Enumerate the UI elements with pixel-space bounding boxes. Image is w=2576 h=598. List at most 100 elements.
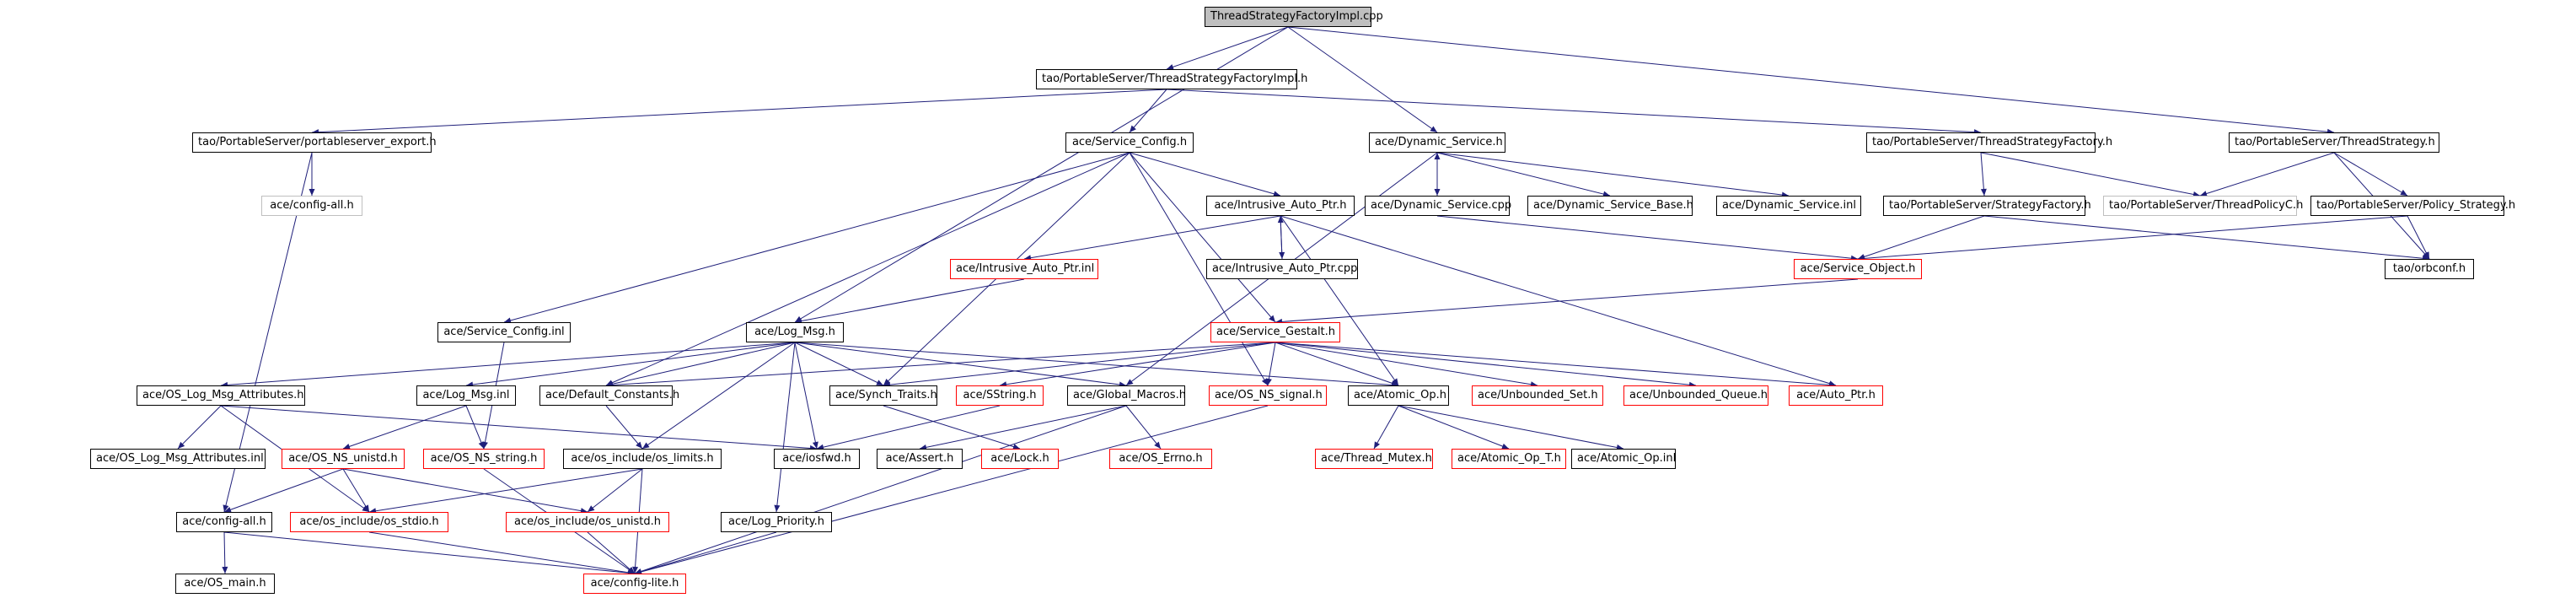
edge-tsfimpl_h-to-service_config: [1129, 89, 1167, 133]
node-os-ns-signal-h[interactable]: ace/OS_NS_signal.h: [1209, 385, 1327, 406]
edge-os_unistd-to-config_lite: [587, 531, 636, 574]
arrowhead-os_limits-to-os_unistd: [588, 505, 595, 512]
edge-service_config-to-os_ns_signal: [1129, 152, 1269, 386]
node-default-constants-h[interactable]: ace/Default_Constants.h: [539, 385, 679, 406]
node-portableserver-export-h[interactable]: tao/PortableServer/portableserver_export…: [192, 132, 437, 153]
node-config-lite-h[interactable]: ace/config-lite.h: [583, 574, 686, 594]
edge-dynamic_service-to-dynamic_service_base: [1436, 152, 1611, 197]
arrowhead-dynamic_service-to-dynamic_service_base: [1602, 191, 1610, 197]
node-dynamic-service-cpp[interactable]: ace/Dynamic_Service.cpp: [1365, 196, 1511, 216]
edge-service_gestalt-to-auto_ptr: [1275, 342, 1837, 386]
node-intrusive-auto-ptr-h[interactable]: ace/Intrusive_Auto_Ptr.h: [1206, 196, 1355, 216]
node-service-object-h[interactable]: ace/Service_Object.h: [1794, 259, 1922, 279]
edge-log_msg-to-iosfwd: [794, 342, 818, 450]
node-auto-ptr-h[interactable]: ace/Auto_Ptr.h: [1789, 385, 1883, 406]
arrowhead-log_msg-to-log_priority: [774, 504, 781, 512]
arrowhead-ts_h-to-thread_policyc: [2200, 191, 2208, 197]
edge-config_all-to-config_lite: [223, 531, 636, 574]
arrowhead-sstring-to-iosfwd: [817, 444, 824, 450]
edge-service_gestalt-to-default_constants: [605, 342, 1276, 386]
node-atomic-op-h[interactable]: ace/Atomic_Op.h: [1348, 385, 1449, 406]
edge-root-to-tsfimpl_h: [1166, 26, 1289, 70]
edge-intrusive_auto_ptr_inl-to-log_msg: [794, 278, 1025, 323]
node-intrusive-auto-ptr-inl[interactable]: ace/Intrusive_Auto_Ptr.inl: [950, 259, 1098, 279]
node-os-ns-string-h[interactable]: ace/OS_NS_string.h: [423, 449, 545, 469]
node-service-config-h[interactable]: ace/Service_Config.h: [1065, 132, 1194, 153]
arrowhead-synch_traits-to-lock: [1012, 444, 1020, 450]
edge-service_object-to-service_gestalt: [1275, 278, 1859, 323]
node-service-gestalt-h[interactable]: ace/Service_Gestalt.h: [1210, 322, 1340, 342]
arrowhead-root-to-tsfimpl_h: [1167, 64, 1174, 70]
node-os-stdio-h[interactable]: ace/os_include/os_stdio.h: [290, 512, 448, 532]
node-unbounded-queue-h[interactable]: ace/Unbounded_Queue.h: [1623, 385, 1768, 406]
node-os-log-msg-attributes-h[interactable]: ace/OS_Log_Msg_Attributes.h: [137, 385, 305, 406]
edge-global_macros-to-assert: [919, 405, 1127, 450]
arrowhead-ps_export-to-config_all_gray: [309, 189, 315, 196]
edge-service_gestalt-to-os_ns_signal: [1267, 342, 1276, 386]
node-sstring-h[interactable]: ace/SString.h: [956, 385, 1044, 406]
edge-log_msg-to-synch_traits: [794, 342, 884, 386]
edge-os_log_msg_attr-to-iosfwd: [220, 405, 818, 450]
edge-service_gestalt-to-synch_traits: [883, 342, 1276, 386]
arrowhead-root-to-dynamic_service: [1430, 126, 1437, 132]
arrowhead-os_limits-to-config_lite: [632, 566, 639, 574]
node-dynamic-service-h[interactable]: ace/Dynamic_Service.h: [1369, 132, 1505, 153]
node-log-msg-inl[interactable]: ace/Log_Msg.inl: [416, 385, 516, 406]
node-os-unistd-h[interactable]: ace/os_include/os_unistd.h: [506, 512, 669, 532]
edge-service_config-to-service_config_inl: [503, 152, 1130, 323]
arrowhead-default_constants-to-os_limits: [636, 441, 642, 449]
arrowhead-intrusive_auto_ptr_cpp-to-intrusive_auto_ptr: [1277, 216, 1284, 224]
arrowhead-policy_strategy-to-orbconf: [2423, 251, 2429, 259]
node-synch-traits-h[interactable]: ace/Synch_Traits.h: [829, 385, 937, 406]
node-os-ns-unistd-h[interactable]: ace/OS_NS_unistd.h: [282, 449, 405, 469]
node-root-file[interactable]: ThreadStrategyFactoryImpl.cpp: [1205, 7, 1383, 27]
node-threadstrategy-h[interactable]: tao/PortableServer/ThreadStrategy.h: [2229, 132, 2439, 153]
node-service-config-inl[interactable]: ace/Service_Config.inl: [437, 322, 571, 342]
edge-service_gestalt-to-atomic_op: [1275, 342, 1399, 386]
node-thread-mutex-h[interactable]: ace/Thread_Mutex.h: [1315, 449, 1433, 469]
node-unbounded-set-h[interactable]: ace/Unbounded_Set.h: [1472, 385, 1603, 406]
arrowhead-log_msg_inl-to-os_ns_unistd: [343, 444, 351, 450]
node-threadstrategyfactoryimpl-h[interactable]: tao/PortableServer/ThreadStrategyFactory…: [1036, 69, 1307, 89]
edge-ts_h-to-policy_strategy: [2333, 152, 2408, 197]
node-dynamic-service-base-h[interactable]: ace/Dynamic_Service_Base.h: [1527, 196, 1693, 216]
node-os-limits-h[interactable]: ace/os_include/os_limits.h: [563, 449, 722, 469]
node-os-errno-h[interactable]: ace/OS_Errno.h: [1109, 449, 1212, 469]
node-lock-h[interactable]: ace/Lock.h: [981, 449, 1059, 469]
node-orbconf-h[interactable]: tao/orbconf.h: [2385, 259, 2474, 279]
arrowhead-os_ns_unistd-to-os_stdio: [362, 504, 369, 512]
edge-atomic_op-to-thread_mutex: [1373, 405, 1399, 450]
edge-dynamic_service_cpp-to-service_object: [1436, 215, 1859, 260]
node-atomic-op-inl[interactable]: ace/Atomic_Op.inl: [1571, 449, 1676, 469]
node-dynamic-service-inl[interactable]: ace/Dynamic_Service.inl: [1716, 196, 1861, 216]
edge-service_config-to-service_gestalt: [1129, 152, 1276, 323]
node-config-all-h[interactable]: ace/config-all.h: [176, 512, 272, 532]
edge-log_msg-to-os_log_msg_attr: [220, 342, 796, 386]
node-os-main-h[interactable]: ace/OS_main.h: [175, 574, 275, 594]
edge-policy_strategy-to-service_object: [1857, 215, 2408, 260]
arrowhead-dynamic_service-to-global_macros: [1126, 379, 1134, 385]
node-os-log-msg-attributes-inl[interactable]: ace/OS_Log_Msg_Attributes.inl: [90, 449, 266, 469]
edge-os_stdio-to-config_lite: [368, 531, 636, 574]
node-assert-h[interactable]: ace/Assert.h: [877, 449, 963, 469]
edge-intrusive_auto_ptr_cpp-to-intrusive_auto_ptr: [1280, 215, 1283, 260]
node-log-priority-h[interactable]: ace/Log_Priority.h: [721, 512, 832, 532]
node-threadstrategyfactory-h[interactable]: tao/PortableServer/ThreadStrategyFactory…: [1866, 132, 2112, 153]
edge-os_ns_signal-to-config_lite: [634, 405, 1269, 574]
node-intrusive-auto-ptr-cpp[interactable]: ace/Intrusive_Auto_Ptr.cpp: [1206, 259, 1358, 279]
node-iosfwd-h[interactable]: ace/iosfwd.h: [774, 449, 860, 469]
node-log-msg-h[interactable]: ace/Log_Msg.h: [746, 322, 844, 342]
node-policy-strategy-h[interactable]: tao/PortableServer/Policy_Strategy.h: [2310, 196, 2515, 216]
arrowhead-tsf_h-to-strategy_factory: [1980, 188, 1987, 196]
edge-service_config-to-default_constants: [605, 152, 1130, 386]
edge-policy_strategy-to-orbconf: [2407, 215, 2430, 260]
edge-service_gestalt-to-sstring: [999, 342, 1276, 386]
node-threadpolicyc-h-external: tao/PortableServer/ThreadPolicyC.h: [2103, 196, 2303, 216]
node-strategyfactory-h[interactable]: tao/PortableServer/StrategyFactory.h: [1883, 196, 2091, 216]
arrowhead-dynamic_service_cpp-to-dynamic_service: [1434, 153, 1441, 159]
arrowhead-log_msg-to-iosfwd: [812, 441, 818, 449]
arrowhead-log_msg-to-synch_traits: [876, 380, 883, 385]
node-global-macros-h[interactable]: ace/Global_Macros.h: [1067, 385, 1186, 406]
node-atomic-op-t-h[interactable]: ace/Atomic_Op_T.h: [1452, 449, 1566, 469]
